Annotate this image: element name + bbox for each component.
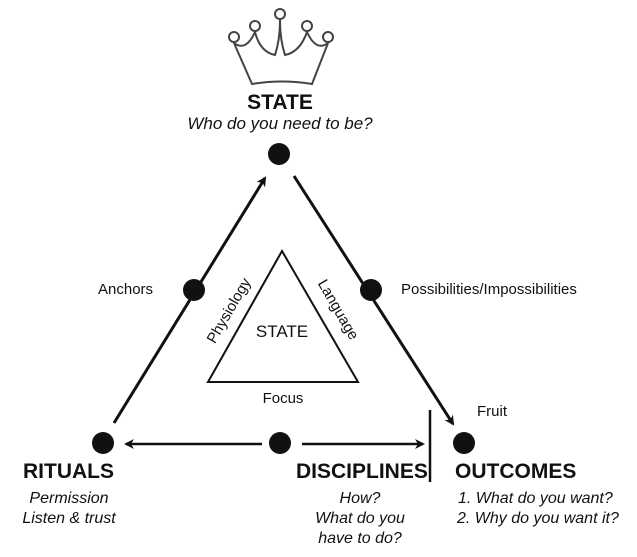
outcomes-line-1: 1. What do you want? xyxy=(458,490,613,507)
node-outcomes xyxy=(453,432,475,454)
inner-right-label: Language xyxy=(314,277,362,343)
inner-left-label: Physiology xyxy=(204,275,255,347)
outcomes-line-2: 2. Why do you want it? xyxy=(457,510,619,527)
rituals-line-1: Permission xyxy=(29,490,109,507)
rituals-line-2: Listen & trust xyxy=(22,510,116,527)
inner-center-label: STATE xyxy=(256,322,308,341)
rituals-title: RITUALS xyxy=(23,460,114,483)
possibilities-label: Possibilities/Impossibilities xyxy=(401,281,577,298)
anchors-label: Anchors xyxy=(98,281,154,298)
fruit-label: Fruit xyxy=(477,403,507,420)
state-subtitle: Who do you need to be? xyxy=(187,114,373,133)
disciplines-title: DISCIPLINES xyxy=(296,460,428,483)
node-anchors xyxy=(183,279,205,301)
node-possibilities xyxy=(360,279,382,301)
disciplines-line-3: have to do? xyxy=(318,530,402,547)
inner-bottom-label: Focus xyxy=(263,390,304,407)
outcomes-title: OUTCOMES xyxy=(455,460,577,483)
disciplines-line-2: What do you xyxy=(315,510,405,527)
node-disciplines xyxy=(269,432,291,454)
crown-icon xyxy=(228,8,334,86)
state-title: STATE xyxy=(247,91,313,114)
node-rituals xyxy=(92,432,114,454)
disciplines-line-1: How? xyxy=(339,490,381,507)
inner-triangle xyxy=(206,248,360,383)
node-state xyxy=(268,143,290,165)
edge-rituals-to-state xyxy=(112,176,267,424)
